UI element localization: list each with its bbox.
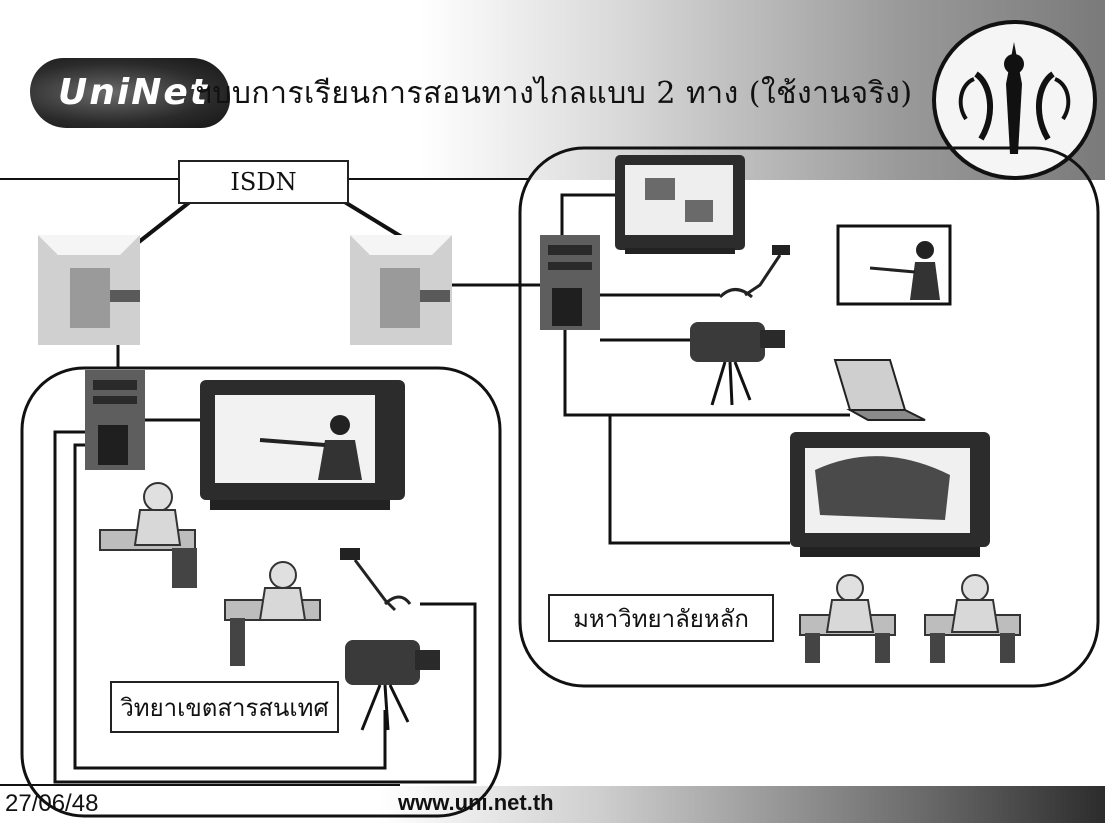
document-camera-right-icon (718, 245, 790, 299)
monitor-bottom-right-icon (790, 432, 990, 557)
video-camera-right-icon (690, 322, 785, 406)
student-desk-left-1-icon (99, 482, 197, 588)
router-right-icon (350, 235, 452, 345)
uninet-logo (30, 58, 230, 128)
laptop-icon (833, 359, 926, 421)
footer-url: www.uni.net.th (398, 790, 554, 815)
university-seal-icon (932, 20, 1097, 180)
monitor-left-icon (200, 380, 405, 510)
uninet-logo-text: UniNet (58, 72, 209, 113)
video-camera-left-icon (345, 640, 440, 731)
footer-rule (0, 784, 400, 786)
main-campus-label: มหาวิทยาลัยหลัก (548, 594, 774, 642)
header-rule-right (345, 178, 530, 180)
footer-gradient (380, 786, 1105, 823)
isdn-label: ISDN (178, 160, 349, 204)
server-tower-right-icon (540, 235, 600, 330)
main-campus-boundary (518, 146, 1100, 688)
footer-date: 27/06/48 (5, 790, 99, 817)
branch-campus-label: วิทยาเขตสารสนเทศ (110, 681, 339, 733)
student-desk-left-2-icon (224, 561, 321, 666)
router-left-icon (38, 235, 140, 345)
slide-title: ฯบบการเรียนการสอนทางไกลแบบ 2 ทาง (ใช้งาน… (195, 76, 913, 111)
student-desk-right-2-icon (924, 574, 1021, 663)
server-tower-left-icon (85, 370, 145, 470)
header-rule-left (0, 178, 178, 180)
monitor-top-right-icon (615, 155, 745, 254)
student-desk-right-1-icon (799, 574, 896, 663)
presenter-screen-right-icon (836, 224, 952, 306)
branch-campus-boundary (20, 366, 502, 818)
document-camera-left-icon (340, 548, 412, 612)
